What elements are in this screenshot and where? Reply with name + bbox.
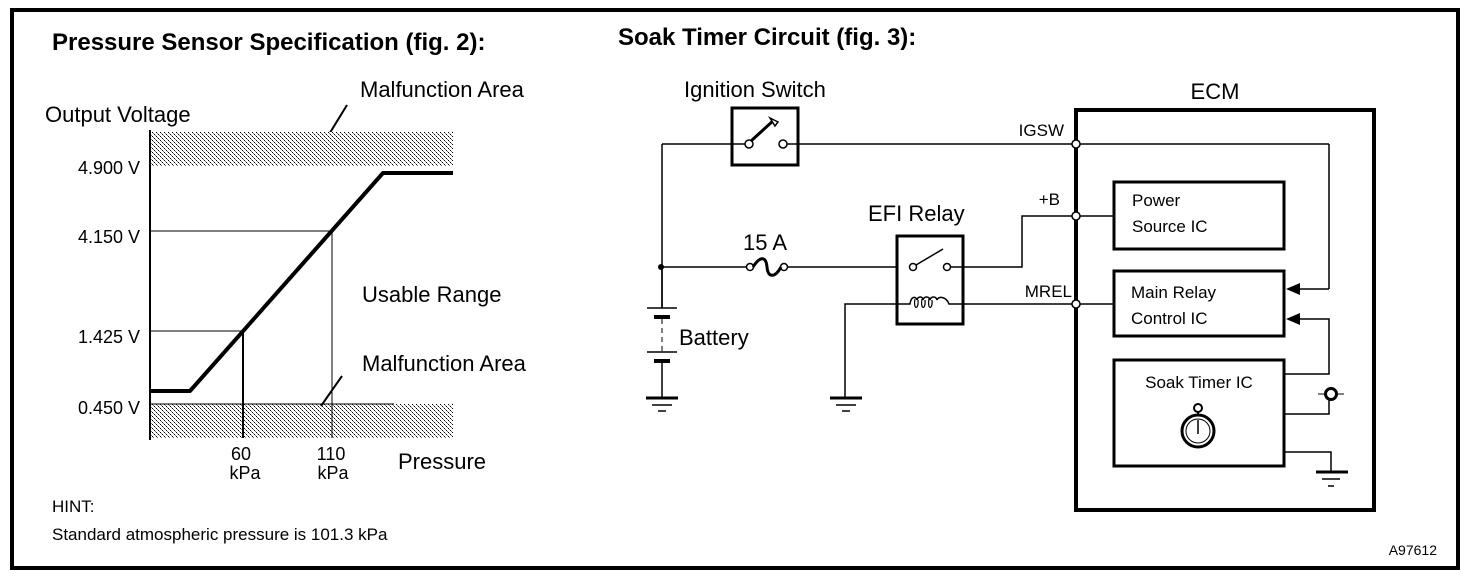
terminal-mrel-label: MREL <box>1025 282 1072 301</box>
terminal-plusb-label: +B <box>1039 190 1060 209</box>
efi-relay-box <box>895 234 965 326</box>
usable-range-label: Usable Range <box>362 282 501 307</box>
fuse-label: 15 A <box>743 230 787 255</box>
wire-relay-to-plusb <box>951 215 1075 268</box>
upper-malfunction-area <box>150 132 453 166</box>
wire-soak-to-mainrelay <box>1284 318 1330 375</box>
soak-timer-ic-label: Soak Timer IC <box>1145 373 1253 392</box>
x-tick-110-unit: kPa <box>317 463 349 483</box>
ground-icon-ecm <box>1316 470 1348 487</box>
lower-malfunction-area <box>150 404 453 438</box>
test-terminal-icon <box>1318 387 1344 401</box>
relay-coil-icon <box>897 296 963 308</box>
power-source-ic-line1: Power <box>1132 191 1181 210</box>
ignition-switch-box <box>730 106 800 167</box>
y-axis-label: Output Voltage <box>45 102 191 127</box>
stopwatch-icon <box>1180 403 1216 449</box>
wire-soak-to-ground <box>1284 451 1332 472</box>
power-source-ic-box <box>1112 180 1286 251</box>
main-relay-control-ic-line2: Control IC <box>1131 309 1208 328</box>
main-relay-control-ic-box <box>1112 269 1286 338</box>
fuse-icon <box>745 257 789 277</box>
x-tick-110-value: 110 <box>317 444 346 464</box>
left-panel-title: Pressure Sensor Specification (fig. 2): <box>52 29 485 56</box>
hint-title: HINT: <box>52 497 95 516</box>
ecm-label: ECM <box>1191 79 1240 104</box>
ecm-box <box>1074 108 1376 512</box>
arrow-igsw-icon <box>1286 283 1300 295</box>
upper-malfunction-label: Malfunction Area <box>360 77 525 102</box>
battery-icon <box>647 267 677 398</box>
battery-label: Battery <box>679 325 749 350</box>
terminal-igsw <box>1071 139 1081 149</box>
lower-malfunction-leader <box>320 375 343 407</box>
wire-soak-to-terminal <box>1284 399 1330 415</box>
lower-malfunction-label: Malfunction Area <box>362 351 527 376</box>
y-tick-4900: 4.900 V <box>78 158 140 178</box>
relay-switch-icon <box>908 248 952 272</box>
y-tick-4150: 4.150 V <box>78 227 140 247</box>
wire-coil-ground <box>844 303 897 398</box>
hint-text: Standard atmospheric pressure is 101.3 k… <box>52 525 388 544</box>
right-panel-title: Soak Timer Circuit (fig. 3): <box>618 24 916 51</box>
x-tick-60-value: 60 <box>231 444 251 464</box>
sensor-output-curve <box>150 171 453 393</box>
ground-icon-battery <box>646 396 678 412</box>
y-tick-1425: 1.425 V <box>78 327 140 347</box>
terminal-igsw-label: IGSW <box>1019 121 1064 140</box>
figure-id: A97612 <box>1389 542 1437 558</box>
power-source-ic-line2: Source IC <box>1132 217 1208 236</box>
soak-timer-ic-box <box>1112 358 1286 468</box>
x-axis-label: Pressure <box>398 449 486 474</box>
efi-relay-label: EFI Relay <box>868 201 965 226</box>
main-relay-control-ic-line1: Main Relay <box>1131 283 1217 302</box>
arrow-soak-icon <box>1286 313 1300 325</box>
terminal-plusb <box>1071 211 1081 221</box>
figure-frame <box>10 8 1460 570</box>
ground-icon-relay <box>830 396 862 412</box>
x-tick-60-unit: kPa <box>229 463 261 483</box>
y-tick-0450: 0.450 V <box>78 398 140 418</box>
terminal-mrel <box>1071 299 1081 309</box>
upper-malfunction-leader <box>327 104 348 137</box>
ignition-switch-icon <box>744 116 788 149</box>
ignition-switch-label: Ignition Switch <box>684 77 826 102</box>
